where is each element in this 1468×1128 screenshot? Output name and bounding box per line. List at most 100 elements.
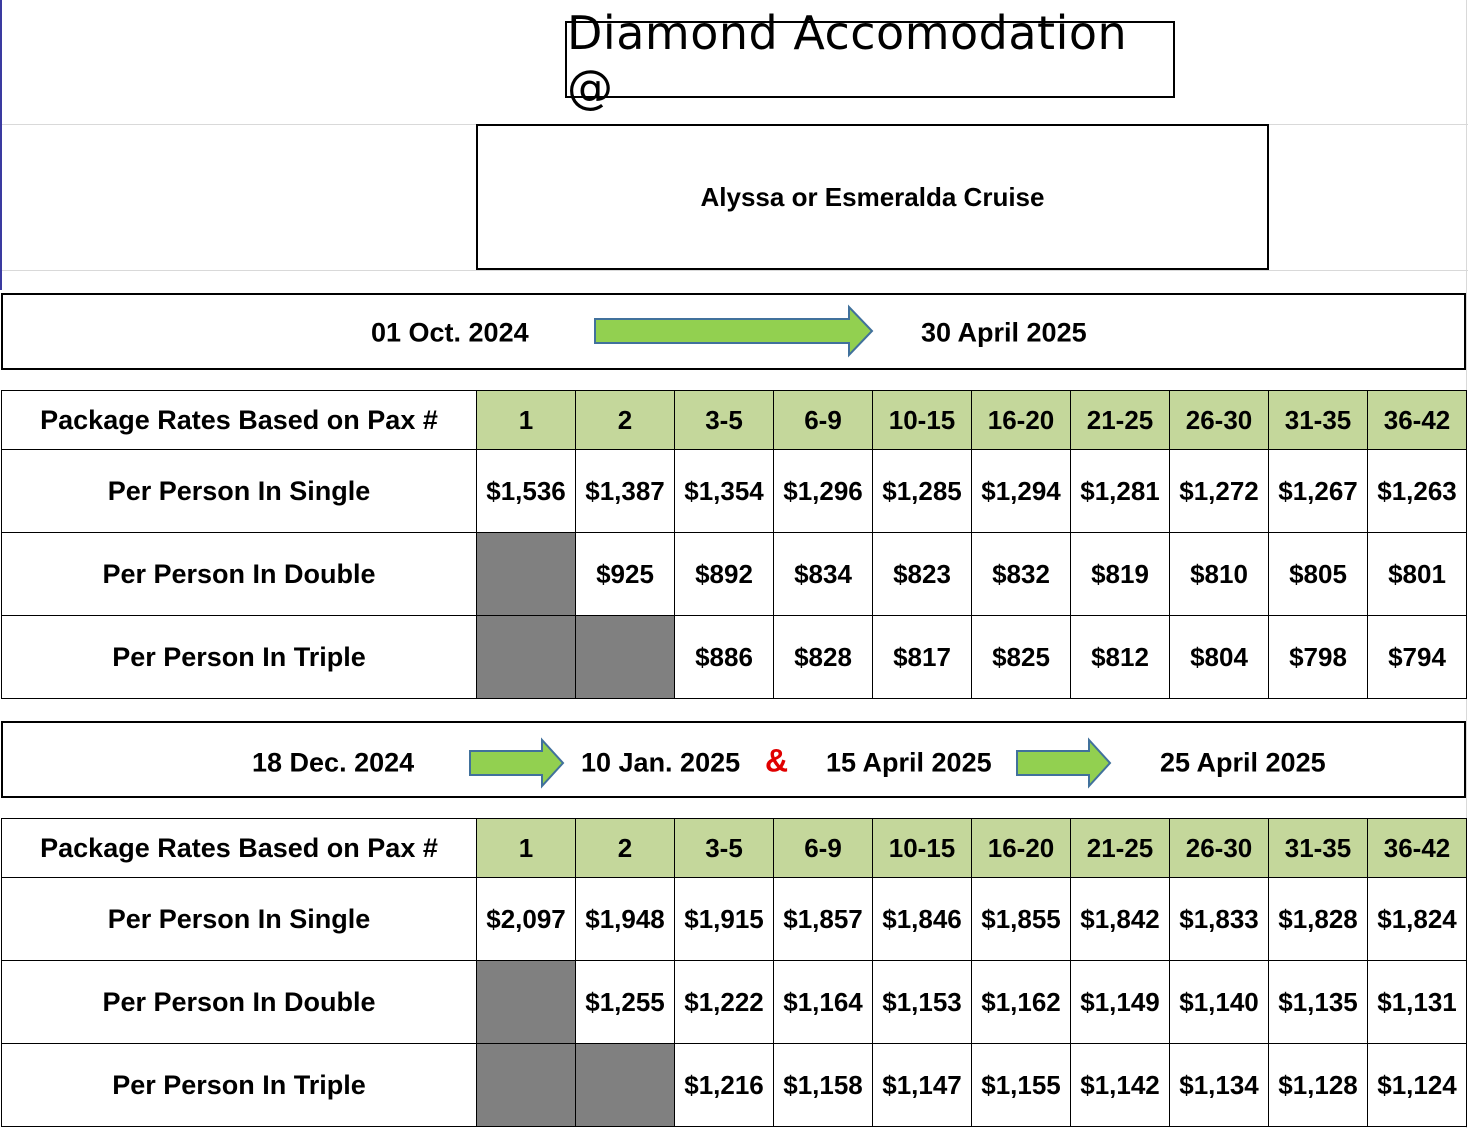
table-header-row: Package Rates Based on Pax # 1 2 3-5 6-9… xyxy=(1,818,1467,878)
rate-cell: $1,846 xyxy=(872,877,972,961)
header-label: Package Rates Based on Pax # xyxy=(1,818,477,878)
rate-cell: $1,147 xyxy=(872,1043,972,1127)
rate-cell: $1,855 xyxy=(971,877,1071,961)
pax-cell: 1 xyxy=(476,818,576,878)
rate-cell: $1,216 xyxy=(674,1043,774,1127)
rate-cell: $804 xyxy=(1169,615,1269,699)
rate-cell: $1,828 xyxy=(1268,877,1368,961)
unavailable-cell xyxy=(476,532,576,616)
rate-cell: $1,948 xyxy=(575,877,675,961)
rate-cell: $1,135 xyxy=(1268,960,1368,1044)
rate-cell: $819 xyxy=(1070,532,1170,616)
rate-cell: $805 xyxy=(1268,532,1368,616)
rate-cell: $1,140 xyxy=(1169,960,1269,1044)
row-label: Per Person In Single xyxy=(1,449,477,533)
rate-cell: $1,536 xyxy=(476,449,576,533)
rate-cell: $925 xyxy=(575,532,675,616)
row-label: Per Person In Triple xyxy=(1,1043,477,1127)
rate-cell: $1,281 xyxy=(1070,449,1170,533)
table-row: Per Person In Double $925 $892 $834 $823… xyxy=(1,532,1467,616)
ampersand-separator: & xyxy=(765,742,789,779)
rate-cell: $834 xyxy=(773,532,873,616)
table-row: Per Person In Triple $1,216 $1,158 $1,14… xyxy=(1,1043,1467,1127)
pax-cell: 31-35 xyxy=(1268,818,1368,878)
rate-cell: $1,296 xyxy=(773,449,873,533)
rate-cell: $1,142 xyxy=(1070,1043,1170,1127)
rate-cell: $886 xyxy=(674,615,774,699)
pax-cell: 1 xyxy=(476,390,576,450)
rate-cell: $1,842 xyxy=(1070,877,1170,961)
row-label: Per Person In Triple xyxy=(1,615,477,699)
period-2-range2-to: 25 April 2025 xyxy=(1160,747,1326,778)
rate-cell: $1,285 xyxy=(872,449,972,533)
rate-cell: $1,294 xyxy=(971,449,1071,533)
pax-cell: 36-42 xyxy=(1367,818,1467,878)
pax-cell: 2 xyxy=(575,390,675,450)
rate-cell: $832 xyxy=(971,532,1071,616)
rate-cell: $1,833 xyxy=(1169,877,1269,961)
rate-cell: $801 xyxy=(1367,532,1467,616)
rate-cell: $892 xyxy=(674,532,774,616)
rate-cell: $1,128 xyxy=(1268,1043,1368,1127)
rate-cell: $1,149 xyxy=(1070,960,1170,1044)
unavailable-cell xyxy=(476,960,576,1044)
rate-cell: $798 xyxy=(1268,615,1368,699)
rate-cell: $1,263 xyxy=(1367,449,1467,533)
pax-cell: 26-30 xyxy=(1169,818,1269,878)
rate-cell: $812 xyxy=(1070,615,1170,699)
pax-cell: 16-20 xyxy=(971,818,1071,878)
arrow-right-icon xyxy=(594,304,874,358)
pax-cell: 3-5 xyxy=(674,818,774,878)
table-row: Per Person In Single $2,097 $1,948 $1,91… xyxy=(1,877,1467,961)
pax-cell: 21-25 xyxy=(1070,818,1170,878)
pax-cell: 26-30 xyxy=(1169,390,1269,450)
rate-cell: $1,387 xyxy=(575,449,675,533)
rates-table-2: Package Rates Based on Pax # 1 2 3-5 6-9… xyxy=(1,818,1467,1127)
gridline xyxy=(0,270,1468,271)
rate-cell: $1,222 xyxy=(674,960,774,1044)
period-2-range1-from: 18 Dec. 2024 xyxy=(252,747,415,778)
rate-cell: $1,272 xyxy=(1169,449,1269,533)
rate-cell: $828 xyxy=(773,615,873,699)
table-row: Per Person In Single $1,536 $1,387 $1,35… xyxy=(1,449,1467,533)
rate-cell: $1,267 xyxy=(1268,449,1368,533)
pax-cell: 21-25 xyxy=(1070,390,1170,450)
arrow-right-icon xyxy=(1016,737,1112,789)
rate-cell: $1,153 xyxy=(872,960,972,1044)
rate-cell: $794 xyxy=(1367,615,1467,699)
page-title: Diamond Accomodation @ xyxy=(565,6,1175,114)
period-2-range1-to: 10 Jan. 2025 xyxy=(581,747,741,778)
unavailable-cell xyxy=(575,1043,675,1127)
row-label: Per Person In Double xyxy=(1,532,477,616)
rate-cell: $1,131 xyxy=(1367,960,1467,1044)
row-label: Per Person In Double xyxy=(1,960,477,1044)
pax-cell: 6-9 xyxy=(773,390,873,450)
pax-cell: 2 xyxy=(575,818,675,878)
cruise-name: Alyssa or Esmeralda Cruise xyxy=(476,124,1269,270)
table-header-row: Package Rates Based on Pax # 1 2 3-5 6-9… xyxy=(1,390,1467,450)
rate-cell: $1,158 xyxy=(773,1043,873,1127)
pax-cell: 10-15 xyxy=(872,818,972,878)
arrow-right-icon xyxy=(469,737,565,789)
period-1-to: 30 April 2025 xyxy=(921,317,1087,348)
rate-cell: $2,097 xyxy=(476,877,576,961)
rate-cell: $1,124 xyxy=(1367,1043,1467,1127)
header-label: Package Rates Based on Pax # xyxy=(1,390,477,450)
row-label: Per Person In Single xyxy=(1,877,477,961)
rate-cell: $1,255 xyxy=(575,960,675,1044)
rate-cell: $823 xyxy=(872,532,972,616)
rate-cell: $825 xyxy=(971,615,1071,699)
rate-cell: $817 xyxy=(872,615,972,699)
rate-cell: $1,162 xyxy=(971,960,1071,1044)
unavailable-cell xyxy=(476,1043,576,1127)
pax-cell: 16-20 xyxy=(971,390,1071,450)
table-row: Per Person In Triple $886 $828 $817 $825… xyxy=(1,615,1467,699)
unavailable-cell xyxy=(476,615,576,699)
rate-cell: $1,354 xyxy=(674,449,774,533)
period-2-banner xyxy=(1,721,1466,798)
sheet-left-edge xyxy=(0,0,2,290)
pax-cell: 36-42 xyxy=(1367,390,1467,450)
pax-cell: 3-5 xyxy=(674,390,774,450)
rate-cell: $1,134 xyxy=(1169,1043,1269,1127)
rate-cell: $1,824 xyxy=(1367,877,1467,961)
